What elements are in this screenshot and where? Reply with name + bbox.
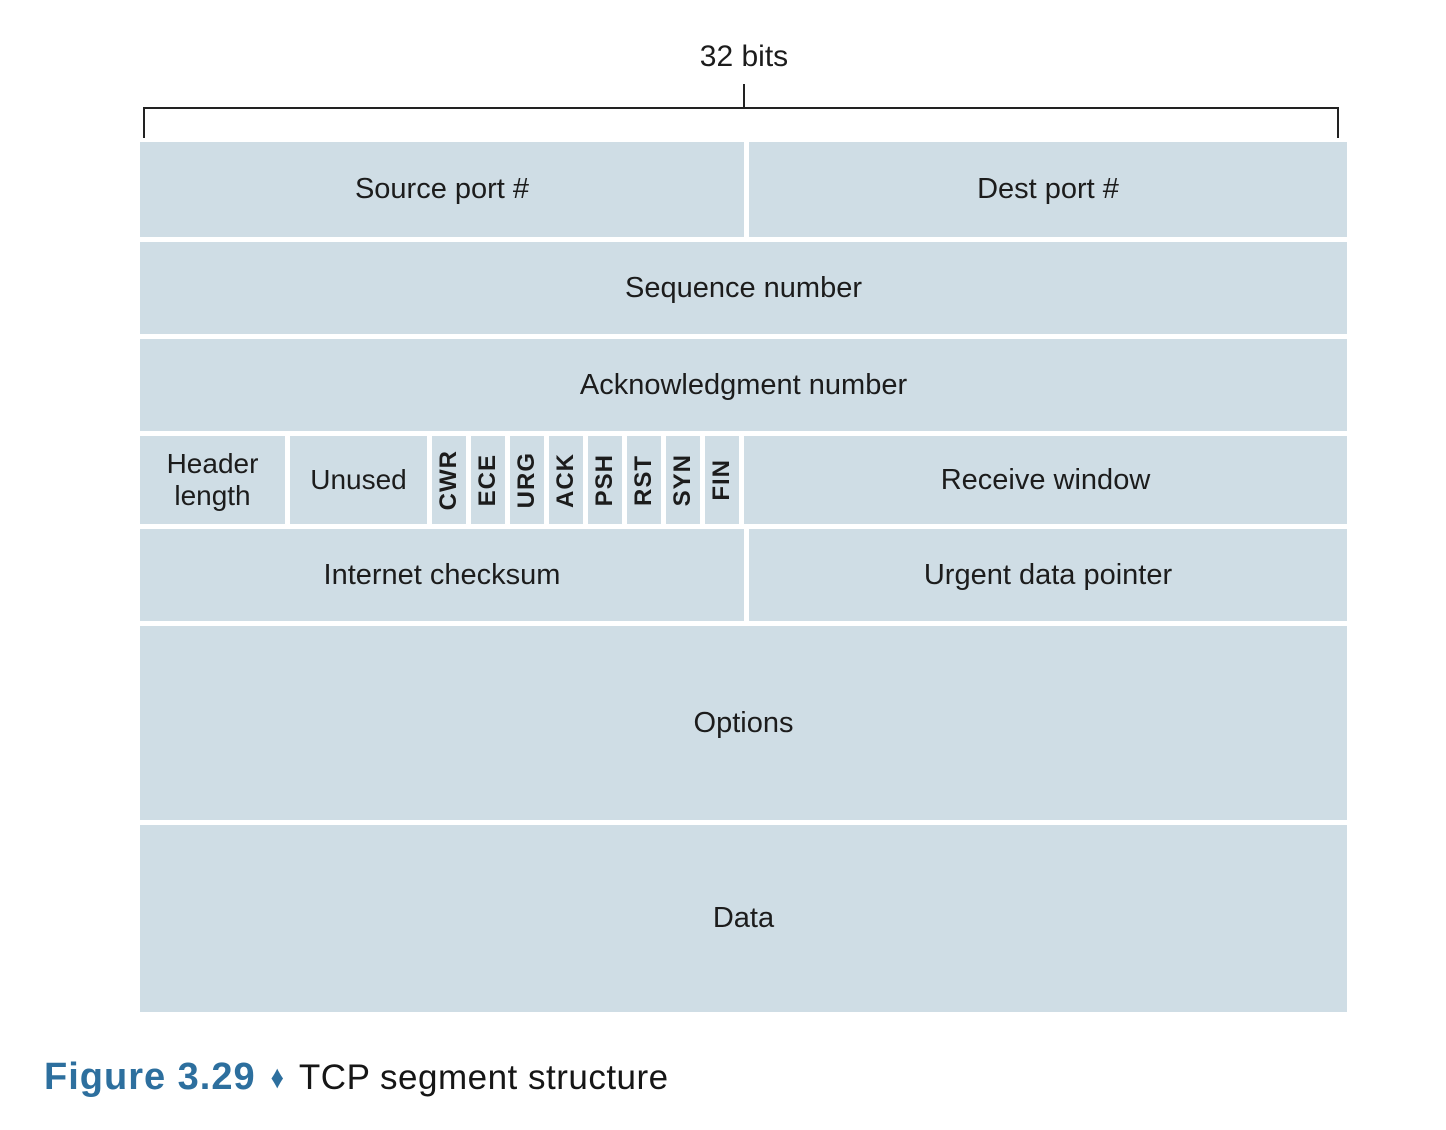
flag-urg: URG	[510, 436, 544, 524]
field-header-length: Header length	[140, 436, 285, 524]
field-receive-window: Receive window	[744, 436, 1347, 524]
field-unused: Unused	[290, 436, 427, 524]
flag-psh-label: PSH	[591, 453, 618, 507]
flag-cwr: CWR	[432, 436, 466, 524]
flag-syn: SYN	[666, 436, 700, 524]
bracket-line	[143, 107, 1339, 109]
row-ports: Source port # Dest port #	[140, 142, 1347, 237]
row-checksum: Internet checksum Urgent data pointer	[140, 529, 1347, 621]
field-options: Options	[140, 626, 1347, 820]
flag-fin: FIN	[705, 436, 739, 524]
bits-width-label: 32 bits	[699, 40, 789, 73]
flag-ack-label: ACK	[552, 452, 579, 508]
field-urgent-data-pointer: Urgent data pointer	[749, 529, 1347, 621]
field-ack-number: Acknowledgment number	[140, 339, 1347, 431]
flag-psh: PSH	[588, 436, 622, 524]
flag-rst-label: RST	[630, 454, 657, 506]
row-options: Options	[140, 626, 1347, 820]
flag-rst: RST	[627, 436, 661, 524]
field-internet-checksum: Internet checksum	[140, 529, 744, 621]
figure-caption-title: TCP segment structure	[298, 1057, 669, 1097]
field-source-port: Source port #	[140, 142, 744, 237]
row-sequence-number: Sequence number	[140, 242, 1347, 334]
flag-ack: ACK	[549, 436, 583, 524]
flag-ece: ECE	[471, 436, 505, 524]
segment-structure-table: Source port # Dest port # Sequence numbe…	[140, 142, 1347, 1012]
bracket-right-tick	[1337, 107, 1339, 138]
flag-fin-label: FIN	[708, 459, 735, 501]
diamond-icon: ♦	[270, 1058, 284, 1096]
field-dest-port: Dest port #	[749, 142, 1347, 237]
row-flags: Header length Unused CWR ECE URG ACK PSH…	[140, 436, 1347, 524]
flag-syn-label: SYN	[669, 453, 696, 507]
flag-cwr-label: CWR	[435, 449, 462, 511]
bracket-center-tick	[743, 84, 745, 108]
row-ack-number: Acknowledgment number	[140, 339, 1347, 431]
bracket-left-tick	[143, 107, 145, 138]
figure-caption: Figure 3.29 ♦ TCP segment structure	[44, 1056, 669, 1099]
field-data: Data	[140, 825, 1347, 1012]
row-data: Data	[140, 825, 1347, 1012]
flag-urg-label: URG	[513, 451, 540, 509]
flag-ece-label: ECE	[474, 453, 501, 507]
field-sequence-number: Sequence number	[140, 242, 1347, 334]
figure-number: Figure 3.29	[44, 1056, 256, 1098]
